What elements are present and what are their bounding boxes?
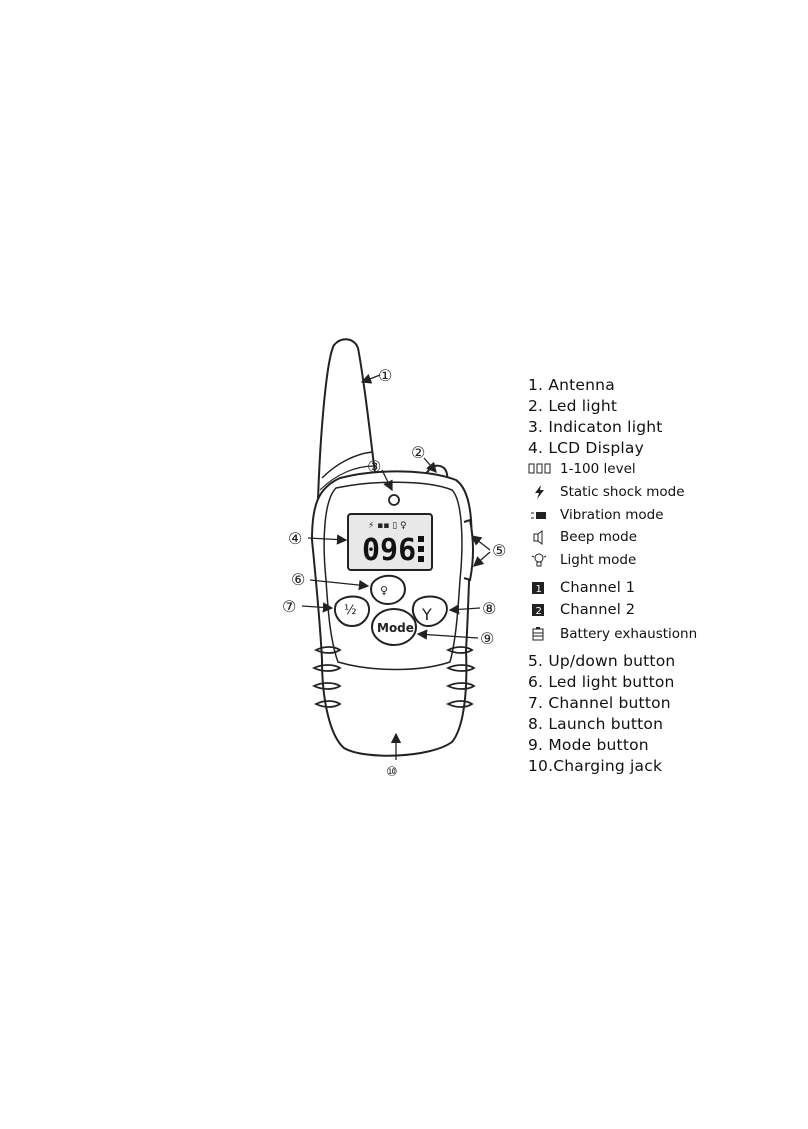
lightning-bolt-icon (528, 484, 552, 500)
callout-10: ⑩ (386, 765, 398, 780)
legend: 1. Antenna 2. Led light 3. Indicaton lig… (528, 0, 798, 1129)
callout-4: ④ (288, 529, 302, 548)
svg-text:Y: Y (421, 605, 432, 624)
legend-vibration: Vibration mode (528, 507, 664, 523)
legend-level: 1-100 level (528, 461, 636, 477)
up-down-side-button (463, 518, 474, 582)
right-grips (445, 646, 476, 708)
channel-1-icon: 1 (528, 580, 552, 596)
svg-text:1: 1 (536, 584, 543, 595)
legend-mode-button: 9. Mode button (528, 736, 649, 754)
launch-button (412, 595, 448, 628)
indicator-light (388, 494, 400, 506)
legend-channel-button: 7. Channel button (528, 694, 671, 712)
battery-icon (528, 626, 552, 642)
legend-led-light-button: 6. Led light button (528, 673, 675, 691)
svg-text:2: 2 (536, 606, 543, 617)
legend-channel-1: 1 Channel 1 (528, 580, 635, 596)
callout-3: ③ (367, 457, 381, 476)
lightbulb-icon (528, 552, 552, 568)
callout-9: ⑨ (480, 629, 494, 648)
segment-digits-icon (528, 461, 552, 477)
legend-lcd-display: 4. LCD Display (528, 439, 644, 457)
legend-battery: Battery exhaustionn (528, 626, 697, 642)
legend-antenna: 1. Antenna (528, 376, 615, 394)
svg-text:♀: ♀ (380, 584, 388, 597)
legend-charging-jack: 10.Charging jack (528, 757, 663, 775)
callout-6: ⑥ (291, 570, 305, 589)
legend-light: Light mode (528, 552, 636, 568)
mode-button (371, 608, 417, 646)
mode-button-label: Mode (377, 621, 414, 635)
legend-up-down-button: 5. Up/down button (528, 652, 676, 670)
legend-indicator-light: 3. Indicaton light (528, 418, 663, 436)
callout-8: ⑧ (482, 599, 496, 618)
channel-button-label: ½ (344, 603, 357, 618)
legend-beep: Beep mode (528, 529, 637, 545)
legend-static-shock: Static shock mode (528, 484, 685, 500)
left-grips (311, 646, 342, 708)
lcd-display (347, 513, 433, 571)
led-light-button (370, 574, 406, 606)
channel-2-icon: 2 (528, 602, 552, 618)
callout-2: ② (411, 443, 425, 462)
lcd-digits: 096 (362, 533, 416, 568)
legend-launch-button: 8. Launch button (528, 715, 664, 733)
legend-led-light: 2. Led light (528, 397, 618, 415)
svg-text:⚡ ▪▪ ▯ ♀: ⚡ ▪▪ ▯ ♀ (368, 521, 407, 531)
callout-1: ① (378, 366, 392, 385)
callout-5: ⑤ (492, 541, 506, 560)
callout-7: ⑦ (282, 597, 296, 616)
channel-button (334, 595, 370, 628)
speaker-icon (528, 529, 552, 545)
vibration-icon (528, 507, 552, 523)
legend-channel-2: 2 Channel 2 (528, 602, 635, 618)
